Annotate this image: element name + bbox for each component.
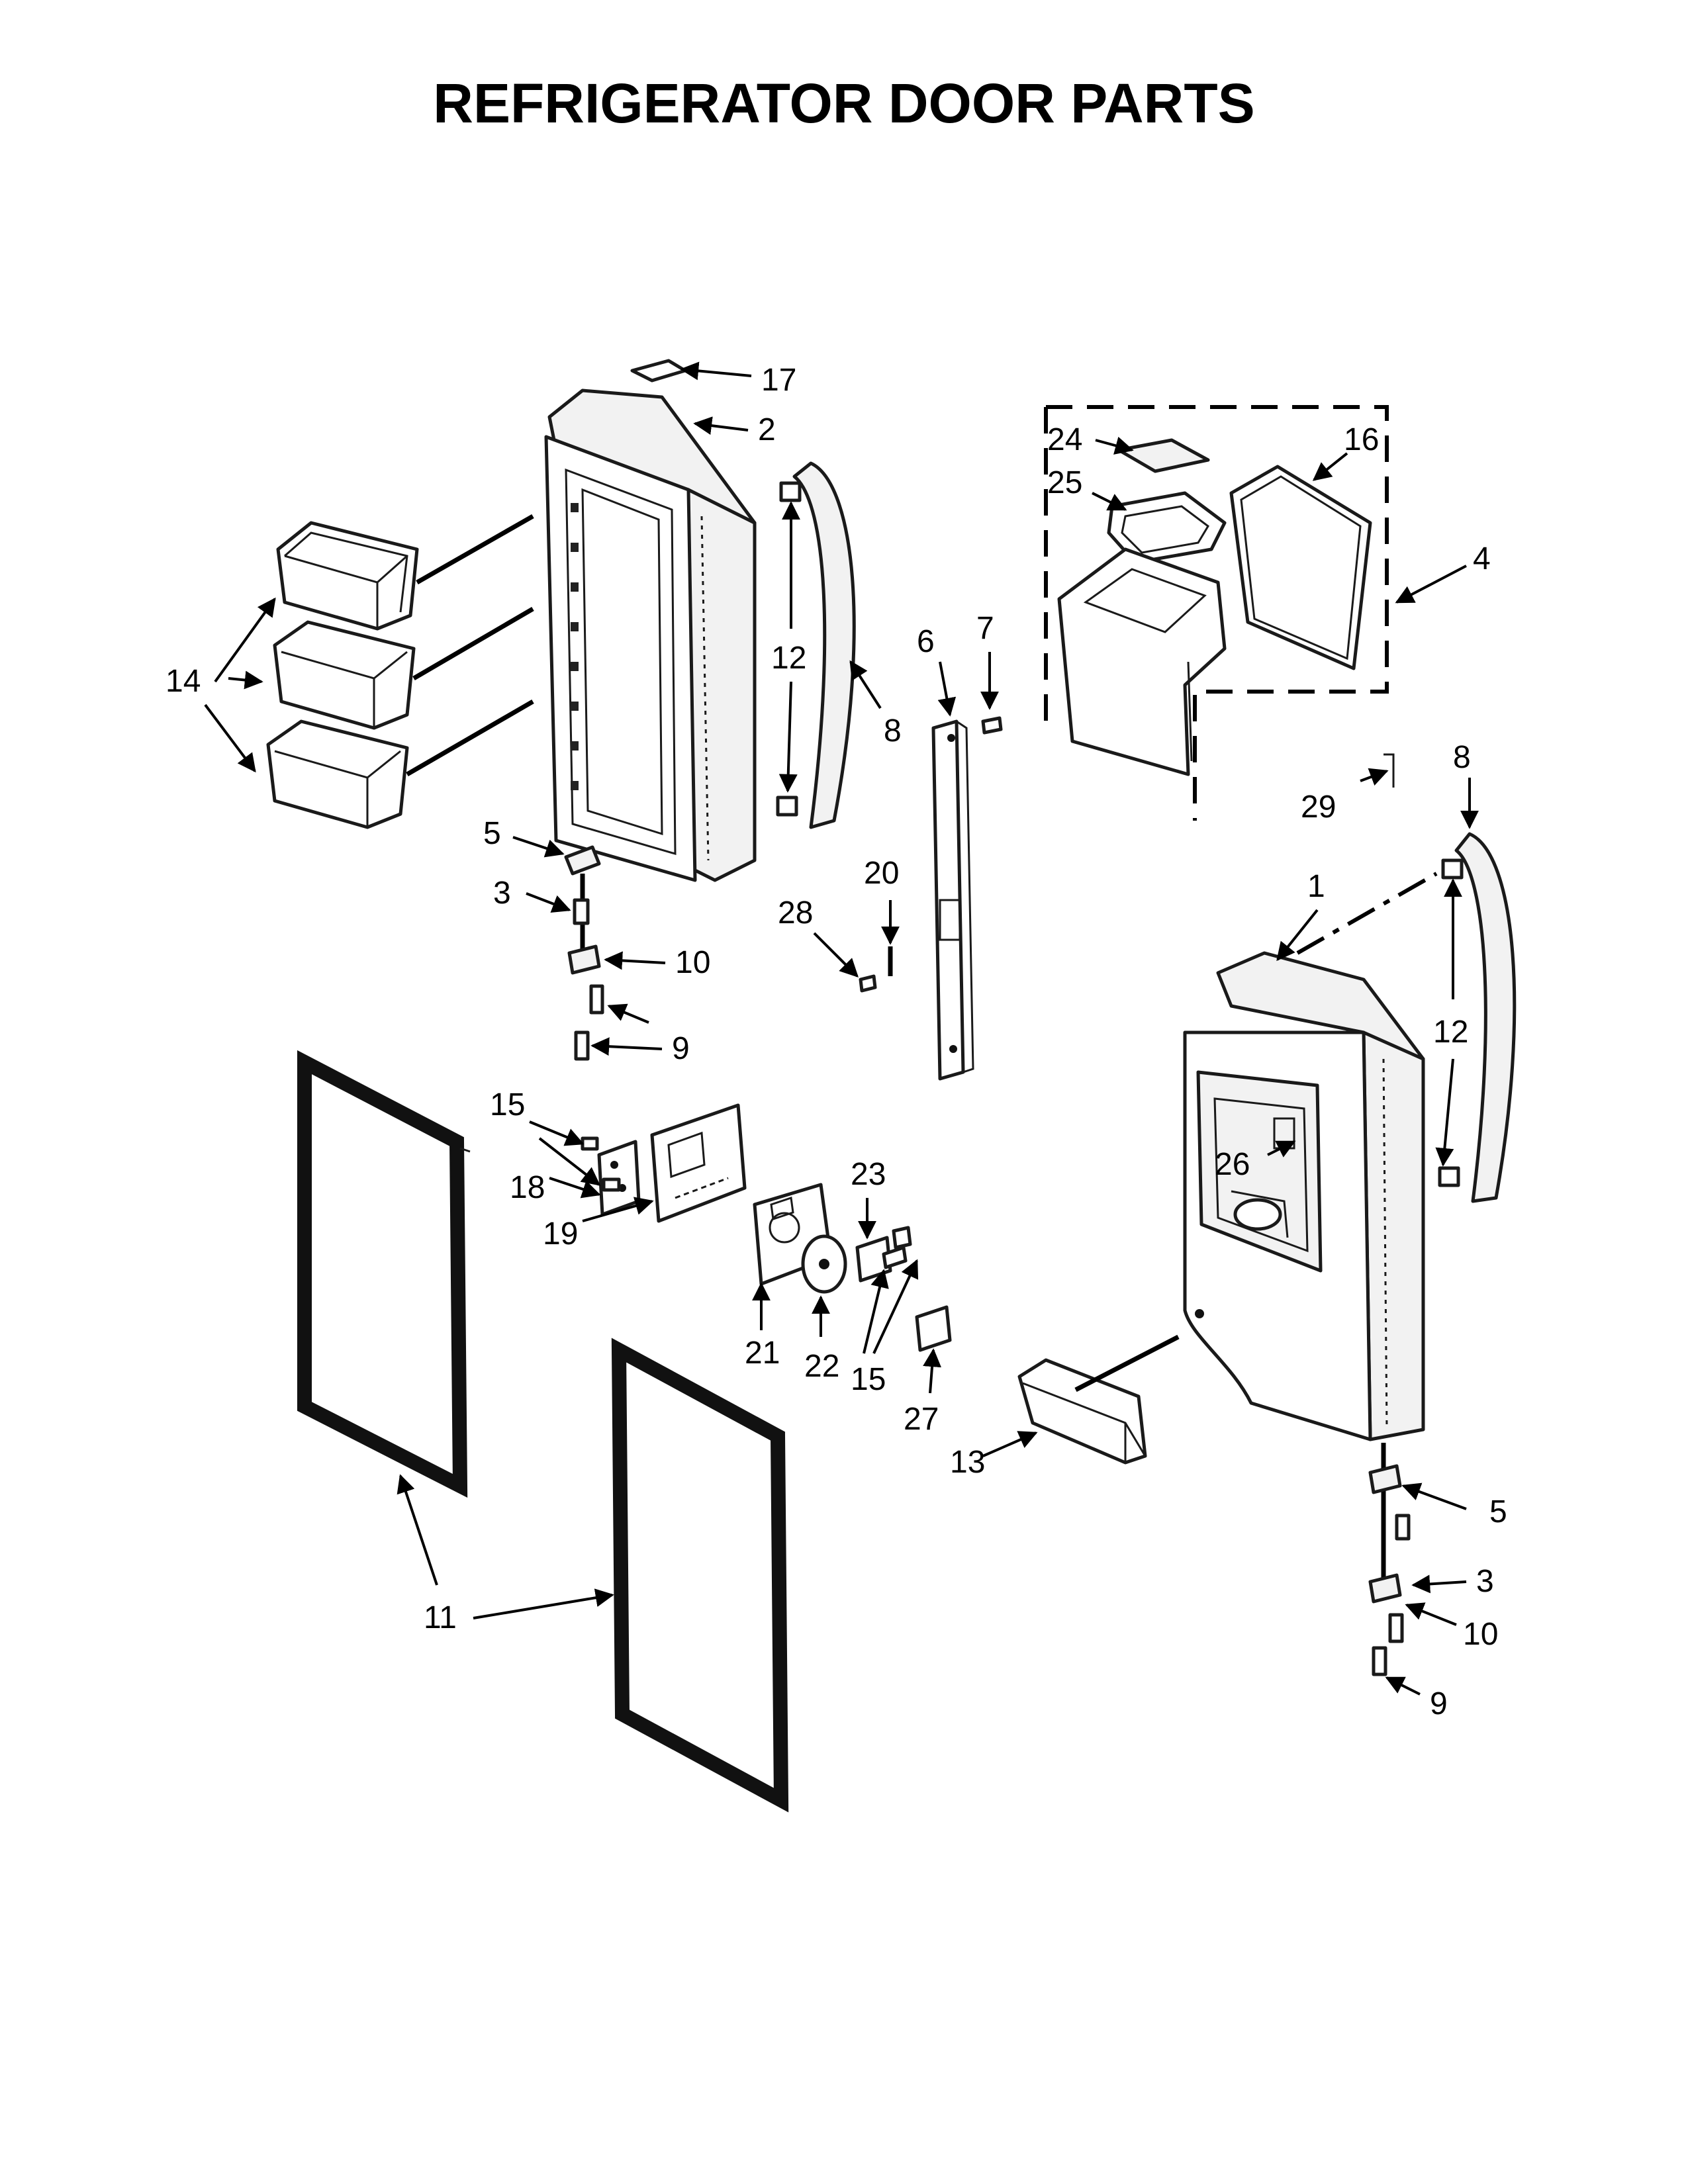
callout-labels: 17 2 14 12 8 6 7 24 25 16 4 5 3 10 9 20 … — [165, 363, 1507, 1721]
callout-9-left: 9 — [672, 1031, 690, 1066]
callout-17: 17 — [761, 363, 796, 398]
left-hinge-stack — [564, 845, 604, 1061]
callout-6: 6 — [917, 624, 935, 659]
fan-blade-22 — [801, 1234, 847, 1294]
door-bins-14 — [266, 514, 534, 829]
callout-2: 2 — [758, 412, 776, 447]
callout-8-right: 8 — [1453, 740, 1471, 775]
callout-10-right: 10 — [1463, 1617, 1498, 1652]
pin-29 — [1383, 753, 1395, 788]
callout-9-right: 9 — [1430, 1686, 1448, 1721]
callout-12-right: 12 — [1433, 1015, 1468, 1050]
left-door-assembly — [544, 359, 757, 882]
callout-28: 28 — [778, 895, 813, 931]
left-door-handle-8 — [776, 461, 856, 829]
control-panel-19 — [650, 1103, 747, 1223]
shelf-clips — [571, 503, 579, 790]
page-title: REFRIGERATOR DOOR PARTS — [433, 72, 1254, 134]
callout-13: 13 — [950, 1445, 985, 1480]
left-door-side — [686, 488, 757, 882]
callout-14: 14 — [165, 664, 201, 699]
callout-24: 24 — [1047, 422, 1082, 457]
callout-4: 4 — [1473, 541, 1491, 576]
leader-lines — [204, 361, 1479, 1696]
right-door-handle-8 — [1438, 832, 1517, 1203]
door-bin — [266, 719, 409, 829]
cover-27 — [915, 1305, 952, 1352]
mullion-screw-7 — [981, 716, 1003, 735]
callout-7: 7 — [976, 611, 994, 646]
center-mullion-6 — [931, 719, 974, 1081]
callout-5-left: 5 — [483, 816, 501, 851]
ice-container-group-4 — [1044, 405, 1389, 821]
callout-19: 19 — [543, 1216, 578, 1251]
door-bin — [273, 620, 416, 730]
left-door-liner-inner — [581, 488, 663, 836]
clip-28 — [859, 974, 877, 993]
callout-25: 25 — [1047, 465, 1082, 500]
callout-3-left: 3 — [493, 876, 511, 911]
callout-26: 26 — [1215, 1147, 1250, 1182]
callout-16: 16 — [1344, 422, 1379, 457]
door-bin — [276, 521, 419, 631]
callout-8-left: 8 — [884, 713, 902, 749]
callout-27: 27 — [904, 1402, 939, 1437]
callout-10-left: 10 — [675, 945, 710, 980]
callout-18: 18 — [510, 1170, 545, 1205]
callout-23: 23 — [851, 1157, 886, 1192]
door-cap-17 — [630, 359, 687, 383]
callout-12-left: 12 — [771, 641, 806, 676]
door-gasket-right — [611, 1338, 789, 1813]
callout-11: 11 — [424, 1600, 457, 1635]
callout-15-bottom: 15 — [851, 1362, 886, 1397]
door-bin-13 — [1017, 1334, 1180, 1465]
callout-29: 29 — [1301, 790, 1336, 825]
right-hinge-stack — [1368, 1443, 1411, 1676]
right-door-assembly — [1183, 951, 1425, 1441]
callout-1: 1 — [1307, 869, 1325, 904]
callout-22: 22 — [804, 1349, 839, 1384]
left-door-liner — [565, 468, 677, 856]
callout-3-right: 3 — [1476, 1564, 1494, 1599]
callout-5-right: 5 — [1489, 1494, 1507, 1529]
callout-15-top: 15 — [490, 1087, 525, 1122]
door-gasket-left — [297, 1050, 471, 1498]
callout-20: 20 — [864, 856, 899, 891]
callout-21: 21 — [745, 1336, 780, 1371]
